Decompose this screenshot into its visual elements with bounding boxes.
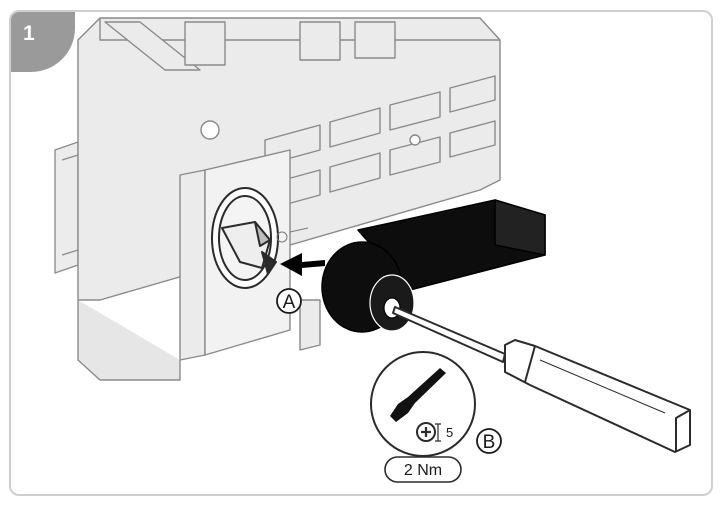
- step-number: 1: [23, 22, 35, 45]
- din-rail-bracket: [54, 141, 79, 274]
- callout-a-label: A: [283, 292, 296, 313]
- callout-a: A: [276, 288, 302, 314]
- screwdriver-icon: [390, 368, 446, 422]
- callout-b: B: [476, 428, 502, 454]
- torque-badge: [384, 456, 462, 483]
- tip-size-label: 5: [446, 425, 453, 440]
- padlock-adapter: [321, 199, 546, 333]
- torque-label: 2 Nm: [404, 462, 442, 479]
- off-marking: [276, 227, 309, 243]
- insertion-arrow: [280, 253, 325, 276]
- callout-b-label: B: [483, 432, 496, 453]
- rotary-handle: [211, 187, 279, 289]
- tool-detail-inset: 5 2 Nm: [370, 351, 476, 483]
- screwdriver: [392, 306, 691, 453]
